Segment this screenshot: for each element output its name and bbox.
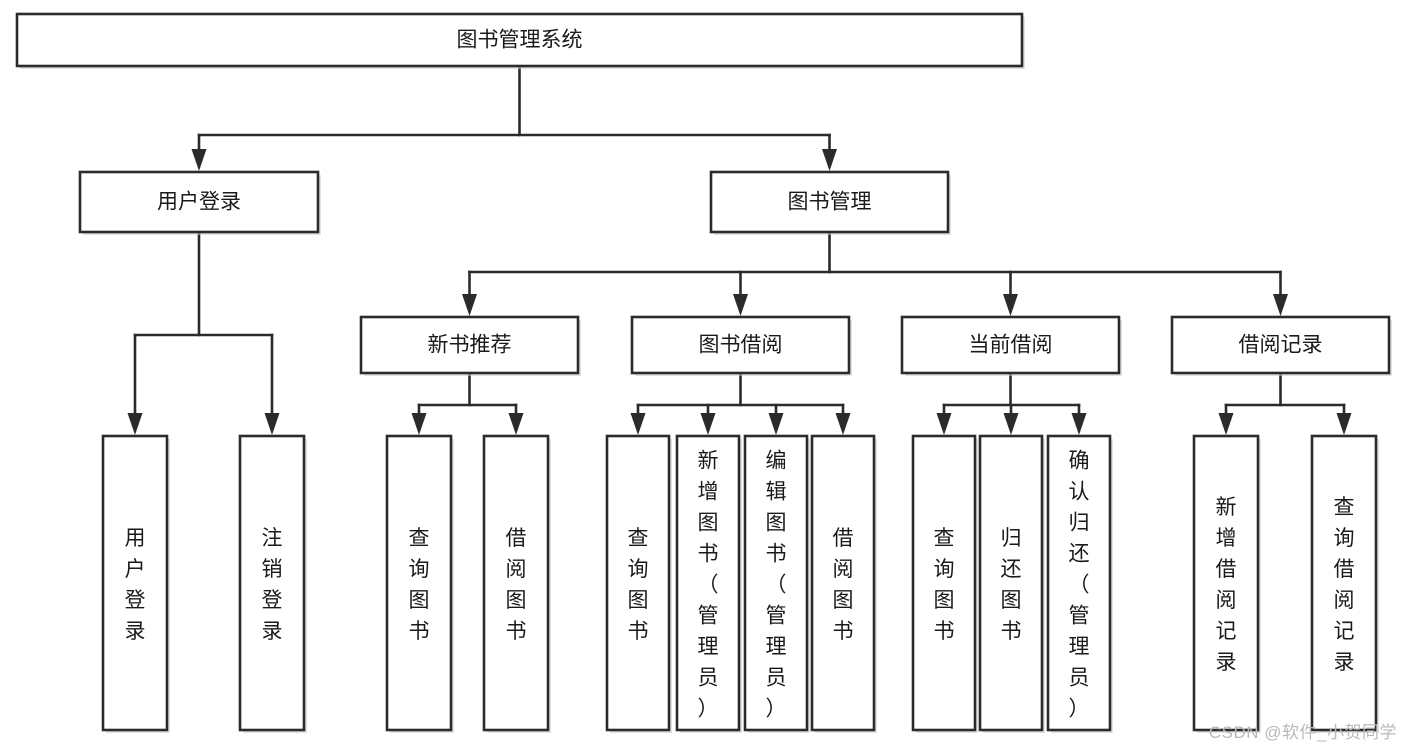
node-records[interactable]: 借阅记录 (1170, 315, 1392, 376)
node-rec-add[interactable]: 新增借阅记录 (1192, 434, 1261, 733)
node-label: 查询图书 (628, 527, 649, 643)
arrow-head-icon (1071, 413, 1087, 435)
arrow-head-icon (1003, 294, 1018, 316)
node-label: 编辑图书（管理员） (766, 450, 787, 721)
connector-group-bookmgmt (462, 230, 1288, 316)
node-rect[interactable] (385, 434, 453, 732)
arrow-head-icon (835, 413, 851, 435)
arrow-head-icon (191, 149, 207, 171)
node-rect[interactable] (15, 12, 1024, 68)
node-borrow[interactable]: 图书借阅 (630, 315, 852, 376)
connector-group-root (191, 64, 837, 171)
node-rect[interactable] (978, 434, 1044, 732)
node-rect[interactable] (1192, 434, 1260, 732)
arrow-head-icon (264, 413, 280, 435)
arrow-head-icon (127, 413, 143, 435)
node-layer: 图书管理系统用户登录图书管理新书推荐图书借阅当前借阅借阅记录用户登录注销登录查询… (15, 12, 1392, 733)
node-nb-query[interactable]: 查询图书 (385, 434, 454, 733)
arrow-head-icon (508, 413, 524, 435)
arrow-head-icon (936, 413, 952, 435)
node-newbook[interactable]: 新书推荐 (359, 315, 581, 376)
csdn-watermark: CSDN @软件_小贺同学 (1208, 723, 1397, 742)
node-label: 查询图书 (934, 527, 955, 643)
node-label: 借阅图书 (833, 527, 854, 643)
node-label: 用户登录 (125, 527, 146, 643)
node-userlogin[interactable]: 用户登录 (101, 434, 170, 733)
node-rect[interactable] (900, 315, 1121, 375)
node-rect[interactable] (810, 434, 876, 732)
node-current[interactable]: 当前借阅 (900, 315, 1122, 376)
node-label: 新增借阅记录 (1216, 496, 1237, 674)
arrow-head-icon (822, 149, 837, 171)
node-label: 查询借阅记录 (1334, 496, 1355, 674)
arrow-head-icon (700, 413, 716, 435)
arrow-head-icon (733, 294, 748, 316)
node-label: 当前借阅 (969, 334, 1053, 357)
arrow-head-icon (1003, 413, 1019, 435)
node-rect[interactable] (675, 434, 741, 732)
node-rect[interactable] (359, 315, 580, 375)
connector-group-newbook (411, 371, 524, 435)
node-rect[interactable] (101, 434, 169, 732)
node-label: 用户登录 (157, 191, 241, 214)
node-root[interactable]: 图书管理系统 (15, 12, 1025, 69)
arrow-head-icon (768, 413, 784, 435)
node-br-edit[interactable]: 编辑图书（管理员） (743, 434, 810, 733)
node-login[interactable]: 用户登录 (78, 170, 321, 235)
node-label: 注销登录 (262, 527, 283, 643)
connector-group-current (936, 371, 1087, 435)
node-label: 新书推荐 (428, 334, 512, 357)
node-label: 图书借阅 (699, 334, 783, 357)
node-br-query[interactable]: 查询图书 (605, 434, 672, 733)
node-label: 图书管理系统 (457, 29, 583, 52)
node-logout[interactable]: 注销登录 (238, 434, 307, 733)
node-rect[interactable] (238, 434, 306, 732)
node-label: 图书管理 (788, 191, 872, 214)
node-rect[interactable] (743, 434, 809, 732)
node-rect[interactable] (482, 434, 550, 732)
node-rect[interactable] (911, 434, 977, 732)
node-label: 新增图书（管理员） (698, 450, 719, 721)
node-cur-confirm[interactable]: 确认归还（管理员） (1046, 434, 1113, 733)
node-rect[interactable] (605, 434, 671, 732)
arrow-head-icon (1218, 413, 1234, 435)
node-cur-query[interactable]: 查询图书 (911, 434, 978, 733)
node-rec-query[interactable]: 查询借阅记录 (1310, 434, 1379, 733)
arrow-head-icon (411, 413, 427, 435)
node-br-add[interactable]: 新增图书（管理员） (675, 434, 742, 733)
node-label: 借阅图书 (506, 527, 527, 643)
node-label: 确认归还（管理员） (1069, 450, 1090, 721)
connector-group-login (127, 230, 280, 435)
node-label: 查询图书 (409, 527, 430, 643)
node-rect[interactable] (1310, 434, 1378, 732)
node-rect[interactable] (709, 170, 950, 234)
connector-group-borrow (630, 371, 851, 435)
node-cur-return[interactable]: 归还图书 (978, 434, 1045, 733)
node-label: 归还图书 (1001, 527, 1022, 643)
arrow-head-icon (462, 294, 477, 316)
arrow-head-icon (1273, 294, 1288, 316)
node-bookmgmt[interactable]: 图书管理 (709, 170, 951, 235)
node-nb-borrow[interactable]: 借阅图书 (482, 434, 551, 733)
arrow-head-icon (1336, 413, 1352, 435)
node-rect[interactable] (78, 170, 320, 234)
connector-group-records (1218, 371, 1352, 435)
node-rect[interactable] (1046, 434, 1112, 732)
connector-layer (127, 64, 1352, 435)
node-rect[interactable] (630, 315, 851, 375)
node-label: 借阅记录 (1239, 334, 1323, 357)
node-br-borrow[interactable]: 借阅图书 (810, 434, 877, 733)
node-rect[interactable] (1170, 315, 1391, 375)
arrow-head-icon (630, 413, 646, 435)
